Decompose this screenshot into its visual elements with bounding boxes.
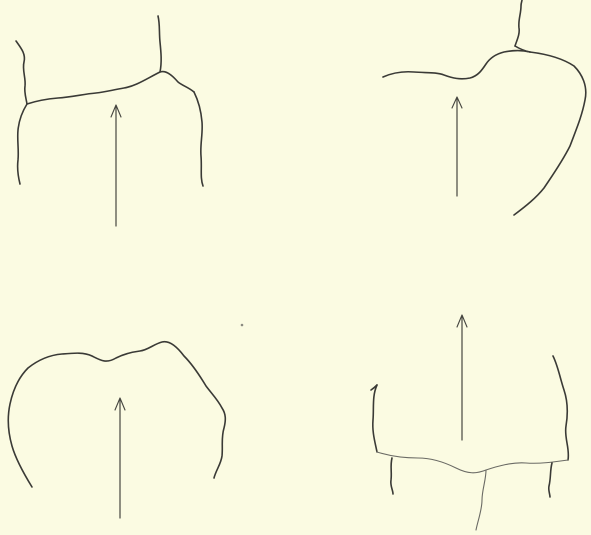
panel-top-left-right-wall: [194, 92, 203, 186]
panel-bottom-right-centre-crack: [476, 470, 486, 530]
panel-top-left-top-crack: [158, 16, 161, 72]
panel-bottom-right-lower-left-crack: [391, 458, 393, 494]
panel-top-right-roof-line: [383, 51, 530, 79]
panel-bottom-left: [8, 342, 225, 518]
panel-bottom-left-dome-outline: [8, 342, 225, 487]
panel-top-right-top-crack: [515, 0, 522, 46]
panel-bottom-right-base-line: [377, 452, 568, 473]
panel-bottom-right-left-wall: [373, 385, 377, 452]
panel-top-left: [16, 16, 203, 226]
panel-bottom-right-lower-right-crack: [549, 463, 552, 497]
panel-top-right: [383, 0, 586, 215]
panel-bottom-right: [371, 315, 568, 530]
panel-top-left-upper-left-crack: [16, 41, 27, 104]
panel-top-right-outer-curve: [514, 52, 586, 215]
panel-top-left-left-wall: [18, 104, 27, 184]
ink-speck: [241, 324, 244, 327]
panel-bottom-right-right-wall: [553, 356, 568, 460]
panel-top-left-roof-line: [27, 72, 194, 104]
